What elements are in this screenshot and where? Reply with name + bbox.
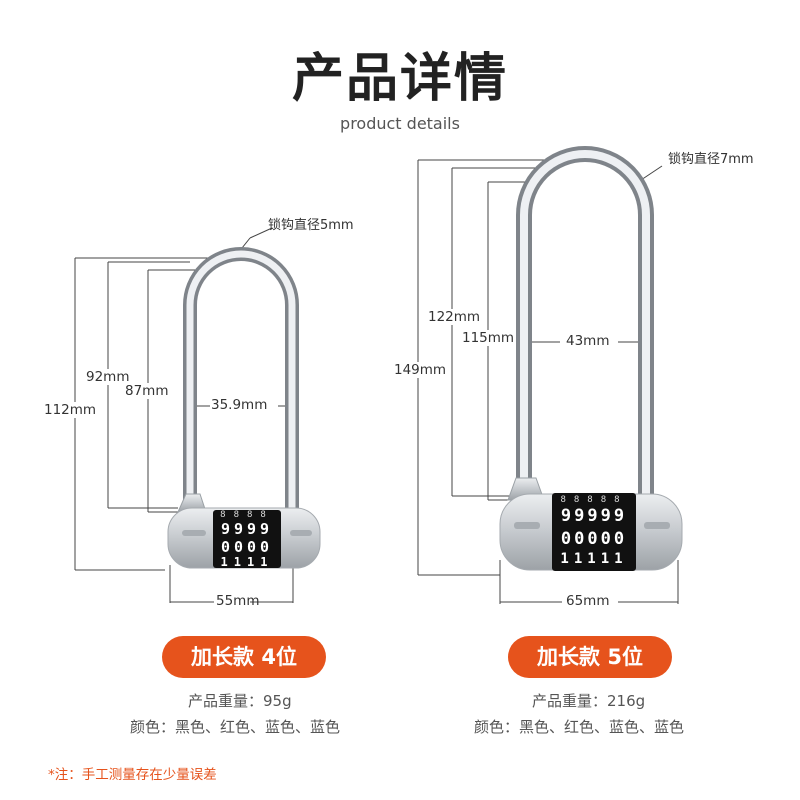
lock-5-digit: [417, 146, 683, 604]
color-spec: 颜色：黑色、红色、蓝色、蓝色: [474, 716, 684, 737]
weight-value: 216g: [607, 692, 646, 710]
color-value: 黑色、红色、蓝色、蓝色: [519, 718, 685, 736]
height-inner-label: 87mm: [125, 383, 169, 399]
variant-badge-4-digit[interactable]: 加长款 4位: [162, 636, 326, 678]
weight-value: 95g: [263, 692, 292, 710]
dial-block-5[interactable]: 88888 99999 00000 11111: [552, 493, 636, 571]
color-spec: 颜色：黑色、红色、蓝色、蓝色: [130, 716, 340, 737]
weight-label: 产品重量：: [188, 692, 264, 710]
weight-spec: 产品重量：216g: [532, 690, 645, 711]
shackle-diameter-label: 锁钩直径5mm: [268, 218, 354, 233]
inner-width-label: 35.9mm: [211, 397, 268, 413]
weight-spec: 产品重量：95g: [188, 690, 292, 711]
dial-block-4[interactable]: 8888 9999 0000 1111: [213, 510, 281, 569]
dial-row-9: 99999: [560, 506, 628, 526]
dial-row-top: 8888: [220, 510, 274, 520]
dial-row-0: 00000: [560, 529, 628, 549]
color-value: 黑色、红色、蓝色、蓝色: [175, 718, 341, 736]
dial-row-1: 11111: [560, 551, 628, 567]
body-width-label: 65mm: [566, 593, 610, 609]
page-title: 产品详情: [291, 49, 508, 109]
color-label: 颜色：: [130, 718, 176, 736]
shackle-diameter-label: 锁钩直径7mm: [668, 152, 754, 167]
body-width-label: 55mm: [216, 593, 260, 609]
height-total-label: 112mm: [44, 402, 97, 418]
height-total-label: 149mm: [394, 362, 447, 378]
measurement-note: *注：手工测量存在少量误差: [48, 767, 217, 783]
color-label: 颜色：: [474, 718, 520, 736]
height-mid-label: 122mm: [428, 309, 481, 325]
page-subtitle: product details: [340, 114, 460, 133]
dial-row-1: 1111: [220, 555, 274, 569]
variant-badge-5-digit[interactable]: 加长款 5位: [508, 636, 672, 678]
dial-row-9: 9999: [220, 520, 274, 538]
weight-label: 产品重量：: [532, 692, 608, 710]
inner-width-label: 43mm: [566, 333, 610, 349]
height-mid-label: 92mm: [86, 369, 130, 385]
height-inner-label: 115mm: [462, 330, 515, 346]
dial-row-0: 0000: [220, 538, 274, 556]
lock-4-digit: [74, 227, 321, 603]
dial-row-top: 88888: [560, 495, 628, 505]
